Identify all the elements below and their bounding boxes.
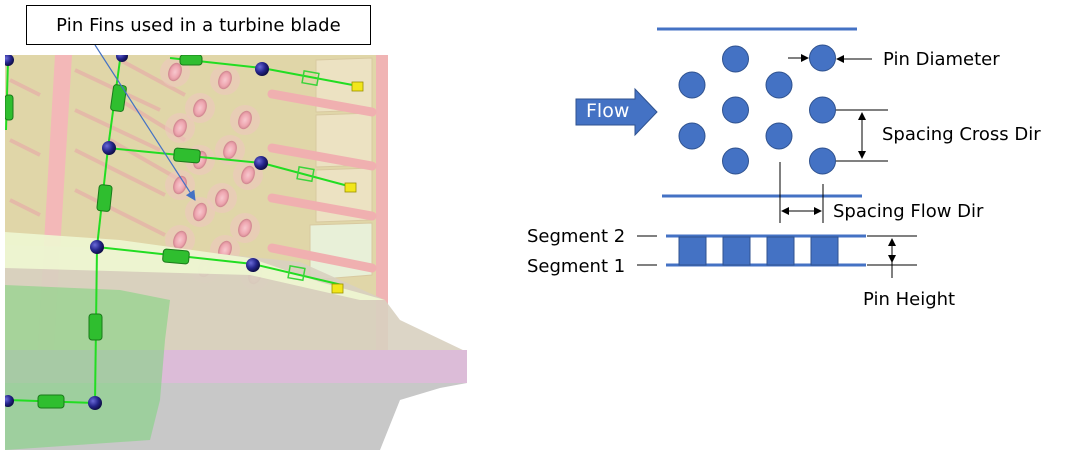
pin-fin-schematic [575,27,917,278]
pin-circle [678,71,706,99]
pin-fin [218,70,232,90]
pin-fin [223,140,237,160]
segment-1-label: Segment 1 [527,256,626,277]
blade-edge-strip [376,55,388,355]
pin-side-rect [810,236,839,266]
trailing-ribs [267,89,377,273]
figure-title-box: Pin Fins used in a turbine blade [26,5,371,45]
pin-side-rect [722,236,751,266]
root-cavity [5,285,170,450]
top-view-pins [678,44,836,175]
flow-nodes [5,55,269,410]
pin-height-dimension [867,235,917,278]
figure-title: Pin Fins used in a turbine blade [56,14,341,36]
junction-boxes [287,70,320,282]
pin-fin [193,202,207,222]
spacing-flow-dir-dimension [779,162,824,223]
pin-circle [765,122,793,150]
spacing-flow-dir-label: Spacing Flow Dir [833,201,984,222]
pin-circle [678,122,706,150]
pin-circle [809,44,836,72]
flow-resistors [5,55,203,409]
pin-fin [238,218,252,238]
side-view-pins [678,236,839,266]
pin-diameter-dimension [788,54,872,63]
flow-label: Flow [586,100,630,122]
flow-arrow-icon [575,87,658,137]
pin-circle [722,147,749,175]
pin-circle [722,45,749,73]
callout-arrow [94,44,196,201]
turbine-blade-model [5,55,467,450]
pin-diameter-label: Pin Diameter [883,49,1000,70]
pin-circle [809,147,836,175]
pin-fin [168,62,182,82]
segment-2-label: Segment 2 [527,226,626,247]
pin-fin [238,110,252,130]
pin-fin [173,118,187,138]
pin-circle [809,96,836,124]
pin-circle [765,71,793,99]
pin-side-rect [766,236,795,266]
spacing-cross-dir-label: Spacing Cross Dir [882,124,1041,145]
pin-fin [241,165,255,185]
spacing-cross-dir-dimension [836,109,888,162]
pin-circle [722,96,749,124]
pin-side-rect [678,236,707,266]
pin-fin [215,188,229,208]
end-caps [331,81,364,294]
pin-height-label: Pin Height [863,289,956,310]
pin-fin [193,98,207,118]
